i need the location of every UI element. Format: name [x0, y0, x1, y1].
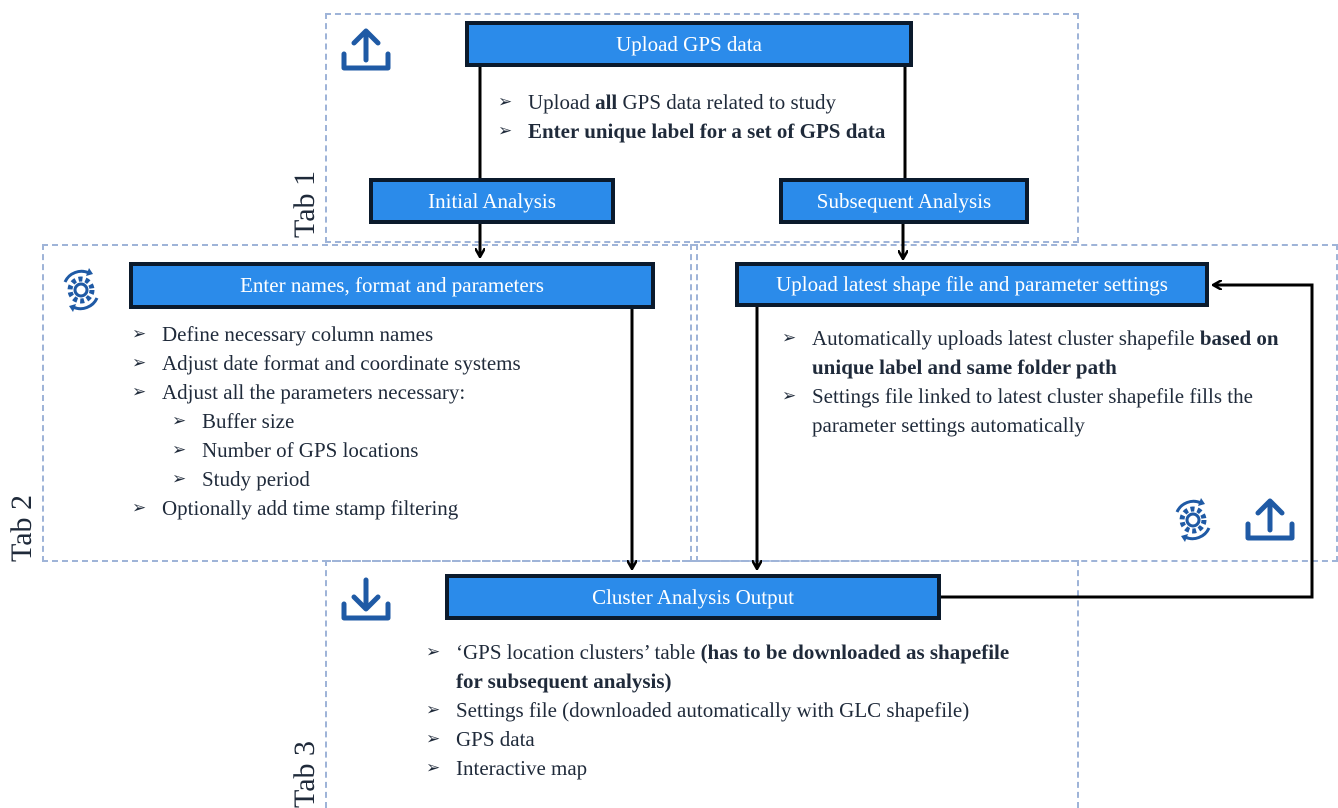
list-item: Number of GPS locations [172, 436, 632, 465]
tab2-left-bullet-list: Define necessary column names Adjust dat… [132, 320, 632, 523]
download-icon [341, 577, 391, 621]
list-item: Adjust date format and coordinate system… [132, 349, 632, 378]
list-item: Enter unique label for a set of GPS data [498, 117, 898, 146]
list-item: GPS data [426, 725, 1036, 754]
settings-cycle-icon [1175, 498, 1211, 542]
arrow-output-feedback [938, 285, 1314, 599]
tab3-region [325, 560, 1079, 808]
enter-names-box: Enter names, format and parameters [129, 262, 655, 309]
list-item: Buffer size [172, 407, 632, 436]
upload-latest-shape-box: Upload latest shape file and parameter s… [735, 262, 1209, 307]
upload-icon [1245, 498, 1295, 541]
list-item: Upload all GPS data related to study [498, 88, 898, 117]
upload-icon [341, 28, 391, 71]
tab3-bullet-list: ‘GPS location clusters’ table (has to be… [426, 638, 1036, 783]
tab2-right-bullet-list: Automatically uploads latest cluster sha… [782, 324, 1292, 440]
subsequent-analysis-box: Subsequent Analysis [779, 178, 1029, 224]
list-item: ‘GPS location clusters’ table (has to be… [426, 638, 1036, 696]
initial-analysis-box: Initial Analysis [369, 178, 615, 224]
list-item: Study period [172, 465, 632, 494]
list-item: Settings file linked to latest cluster s… [782, 382, 1292, 440]
list-item: Interactive map [426, 754, 1036, 783]
list-item: Optionally add time stamp filtering [132, 494, 632, 523]
settings-cycle-icon [63, 268, 99, 312]
list-item: Adjust all the parameters necessary: [132, 378, 632, 407]
upload-gps-data-box: Upload GPS data [465, 21, 913, 67]
cluster-analysis-output-box: Cluster Analysis Output [445, 574, 941, 620]
list-item: Automatically uploads latest cluster sha… [782, 324, 1292, 382]
tab1-region [325, 13, 1079, 243]
list-item: Define necessary column names [132, 320, 632, 349]
tab1-bullet-list: Upload all GPS data related to study Ent… [498, 88, 898, 146]
list-item: Settings file (downloaded automatically … [426, 696, 1036, 725]
